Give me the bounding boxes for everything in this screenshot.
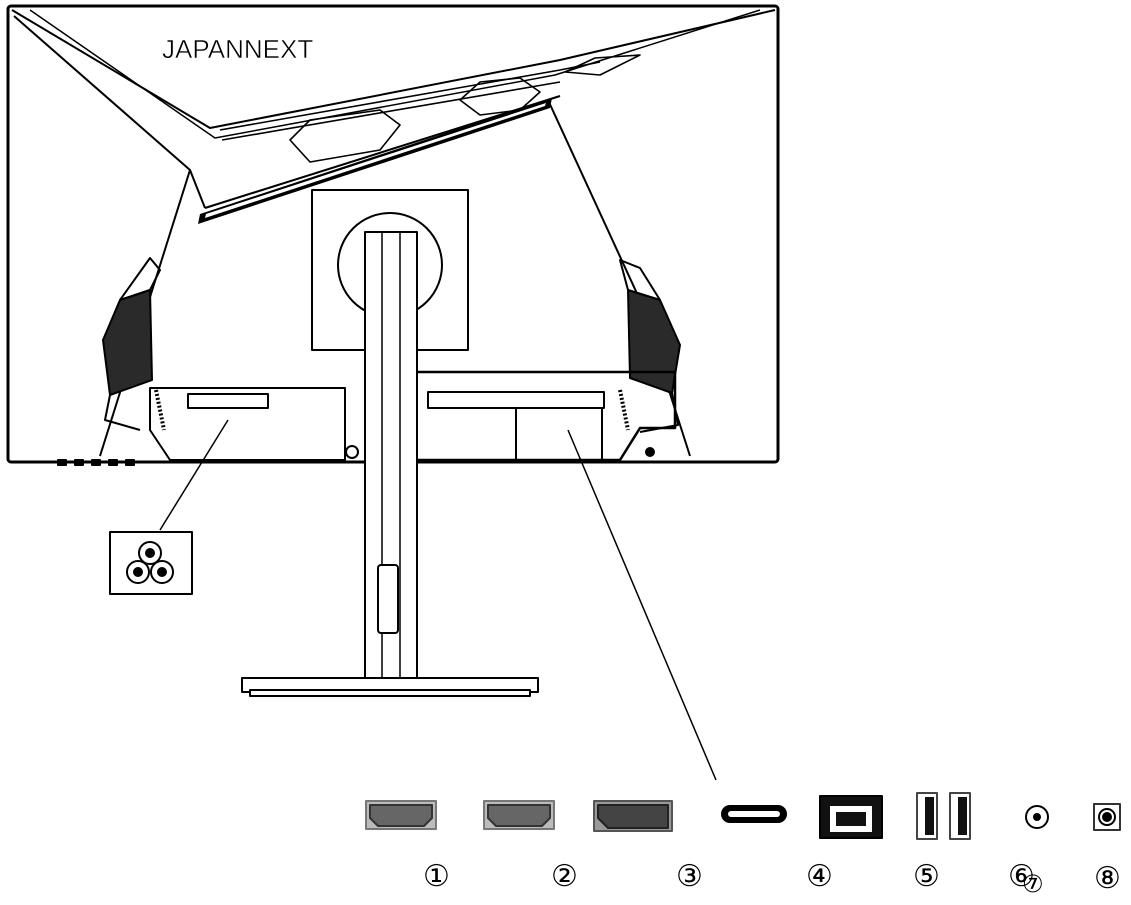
usb-b-port-icon	[819, 795, 883, 839]
bottom-buttons	[57, 459, 135, 466]
ac-power-inlet-icon	[109, 531, 193, 595]
hdmi-port-icon	[365, 800, 437, 830]
port-label-8: ⑧	[1094, 861, 1121, 896]
usb-c-port-icon	[721, 805, 787, 823]
port-label-6: ⑥	[1008, 859, 1035, 894]
monitor-rear-panel	[6, 4, 780, 466]
ports-leader-line	[567, 429, 717, 781]
left-speaker-grille	[102, 257, 161, 431]
displayport-port-icon	[593, 800, 673, 832]
audio-jack-icon	[1025, 805, 1049, 829]
power-leader-line	[159, 419, 229, 531]
port-label-1: ①	[423, 859, 450, 894]
monitor-stand	[241, 189, 539, 697]
hdmi-port-icon	[483, 800, 555, 830]
port-label-7: ⑦	[1022, 870, 1044, 898]
dc-power-port-icon	[1093, 803, 1121, 831]
port-label-5: ⑤	[913, 859, 940, 894]
vent-strip	[198, 98, 552, 224]
right-speaker-grille	[619, 259, 681, 433]
port-label-4: ④	[806, 859, 833, 894]
brand-logo: JAPANNEXT	[162, 34, 313, 64]
port-label-3: ③	[676, 859, 703, 894]
decorative-hexagons	[219, 54, 641, 163]
usb-a-ports-icon	[916, 792, 971, 840]
port-label-2: ②	[551, 859, 578, 894]
